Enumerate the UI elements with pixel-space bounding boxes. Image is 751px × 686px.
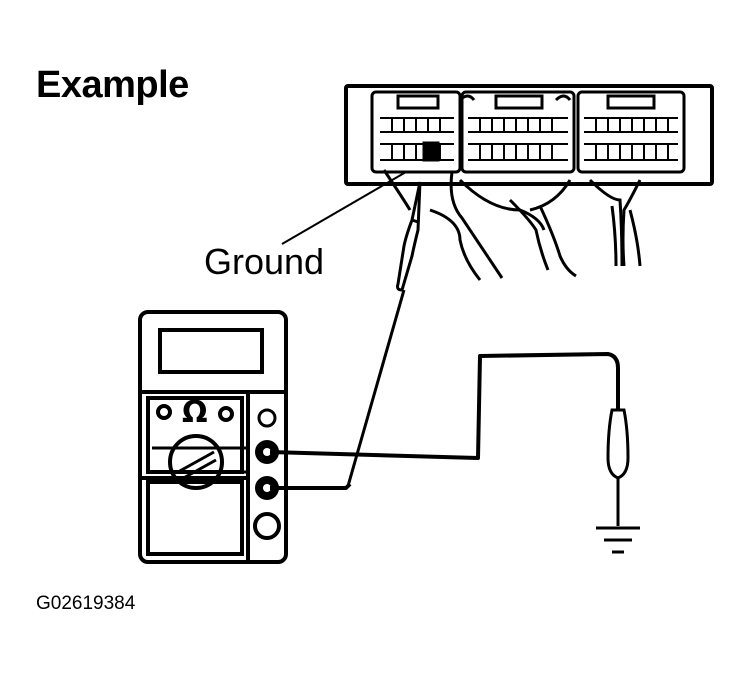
multimeter <box>138 310 288 564</box>
test-probe-chassis <box>606 408 630 526</box>
ohm-symbol: Ω <box>182 395 208 430</box>
ground-symbol-icon <box>596 526 640 554</box>
test-probe-ground <box>346 181 422 487</box>
test-leads <box>269 352 620 490</box>
ecu-connector <box>344 84 714 186</box>
example-title: Example <box>36 64 189 106</box>
wire-harness <box>382 169 642 281</box>
ground-callout-line <box>281 171 407 245</box>
figure-id: G02619384 <box>36 593 136 614</box>
ground-label: Ground <box>204 241 325 282</box>
